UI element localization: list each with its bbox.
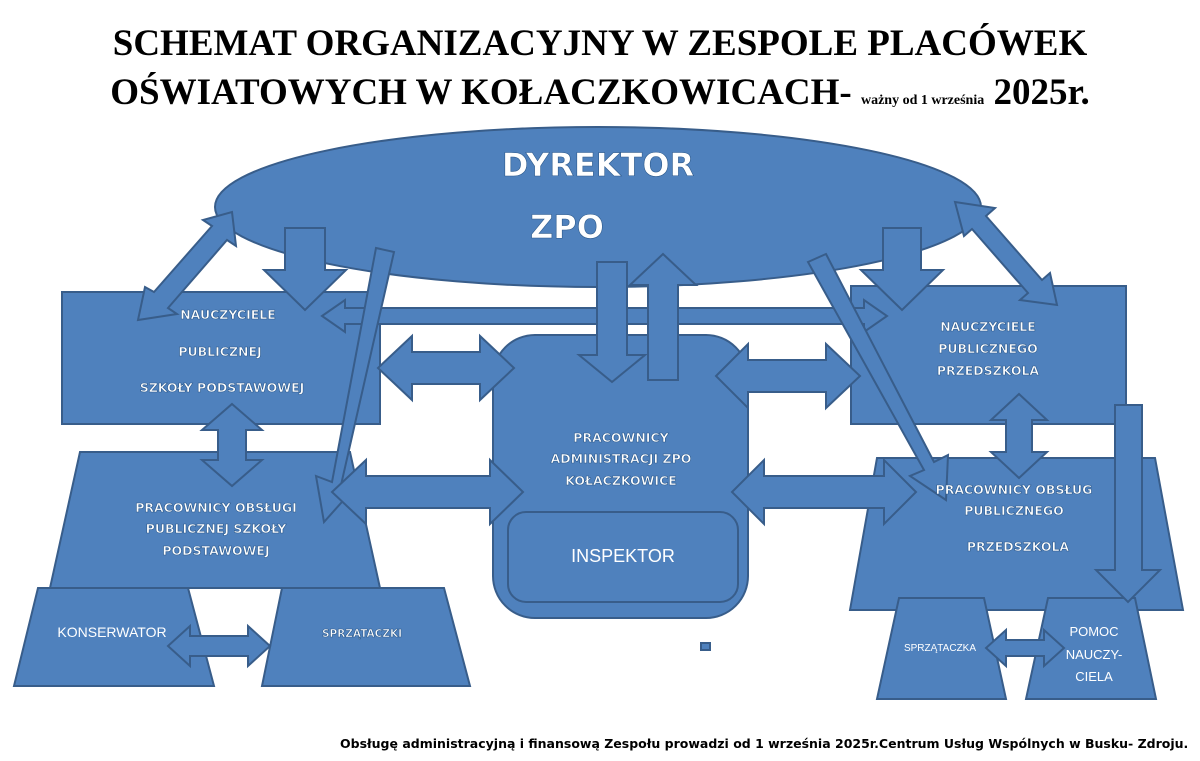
small-square (700, 642, 711, 651)
title-text-2: OŚWIATOWYCH W KOŁACZKOWICACH- (110, 72, 852, 113)
arrow-director-service-preschool (806, 252, 950, 502)
teachers-school-label-1: NAUCZYCIELE (180, 307, 276, 322)
arrow-director-teachers-school-double (136, 210, 238, 322)
admin-label-2: ADMINISTRACJI ZPO (551, 451, 692, 466)
arrow-teachers-preschool-assistant (1093, 404, 1163, 604)
arrow-admin-service-school (330, 457, 525, 527)
admin-label-1: PRACOWNICY (573, 430, 669, 445)
admin-label-3: KOŁACZKOWICE (565, 473, 677, 488)
cleaner-label: SPRZĄTACZKA (904, 643, 976, 654)
teachers-preschool-label-2: PUBLICZNEGO (938, 341, 1038, 356)
title-validity: ważny od 1 września (860, 93, 985, 108)
arrow-teachers-service-preschool (988, 392, 1050, 480)
arrow-director-service-school (314, 246, 396, 525)
assistant-label-3: CIELA (1075, 669, 1113, 684)
arrow-admin-teachers-school (376, 333, 516, 403)
director-label-2: ZPO (530, 208, 604, 246)
arrow-director-admin (576, 261, 648, 384)
service-school-label-2: PUBLICZNEJ SZKOŁY (146, 521, 288, 536)
diagram-title-line1: SCHEMAT ORGANIZACYJNY W ZESPOLE PLACÓWEK (0, 24, 1200, 64)
title-year: 2025r. (993, 72, 1090, 113)
cleaners-node (260, 587, 472, 687)
conservator-label: KONSERWATOR (57, 624, 166, 640)
arrow-teachers-service-school (199, 402, 265, 488)
arrow-director-teachers-school (261, 227, 349, 312)
inspector-node (507, 511, 739, 603)
title-text-1: SCHEMAT ORGANIZACYJNY W ZESPOLE PLACÓWEK (112, 23, 1088, 64)
teachers-school-label-3: SZKOŁY PODSTAWOWEJ (140, 380, 305, 395)
cleaner-node (875, 597, 1008, 700)
conservator-node (12, 587, 216, 687)
arrow-cleaner-assistant (984, 627, 1066, 669)
arrow-admin-teachers-preschool (714, 341, 862, 411)
assistant-node (1024, 597, 1158, 700)
service-school-label-1: PRACOWNICY OBSŁUGI (135, 500, 297, 515)
service-preschool-label-3: PRZEDSZKOLA (967, 539, 1070, 554)
arrow-director-teachers-preschool (858, 227, 946, 312)
cleaners-label: SPRZĄTACZKI (322, 628, 402, 640)
inspector-label: INSPEKTOR (571, 546, 675, 566)
arrow-admin-director (627, 252, 699, 381)
diagram-title-line2: OŚWIATOWYCH W KOŁACZKOWICACH- ważny od 1… (0, 73, 1200, 121)
service-school-label-3: PODSTAWOWEJ (162, 543, 269, 558)
teachers-school-label-2: PUBLICZNEJ (178, 344, 261, 359)
arrow-admin-service-preschool (730, 457, 918, 527)
teachers-preschool-label-1: NAUCZYCIELE (940, 319, 1036, 334)
assistant-label-1: POMOC (1069, 624, 1118, 639)
teachers-preschool-label-3: PRZEDSZKOLA (937, 363, 1040, 378)
arrow-conservator-cleaners (166, 623, 272, 669)
arrow-director-teachers-preschool-double (953, 200, 1059, 307)
footer-note: Obsługę administracyjną i finansową Zesp… (340, 736, 1189, 751)
service-preschool-label-2: PUBLICZNEGO (964, 503, 1064, 518)
assistant-label-2: NAUCZY- (1066, 647, 1123, 662)
director-label-1: DYREKTOR (502, 146, 694, 184)
service-preschool-label-1: PRACOWNICY OBSŁUG (936, 482, 1093, 497)
